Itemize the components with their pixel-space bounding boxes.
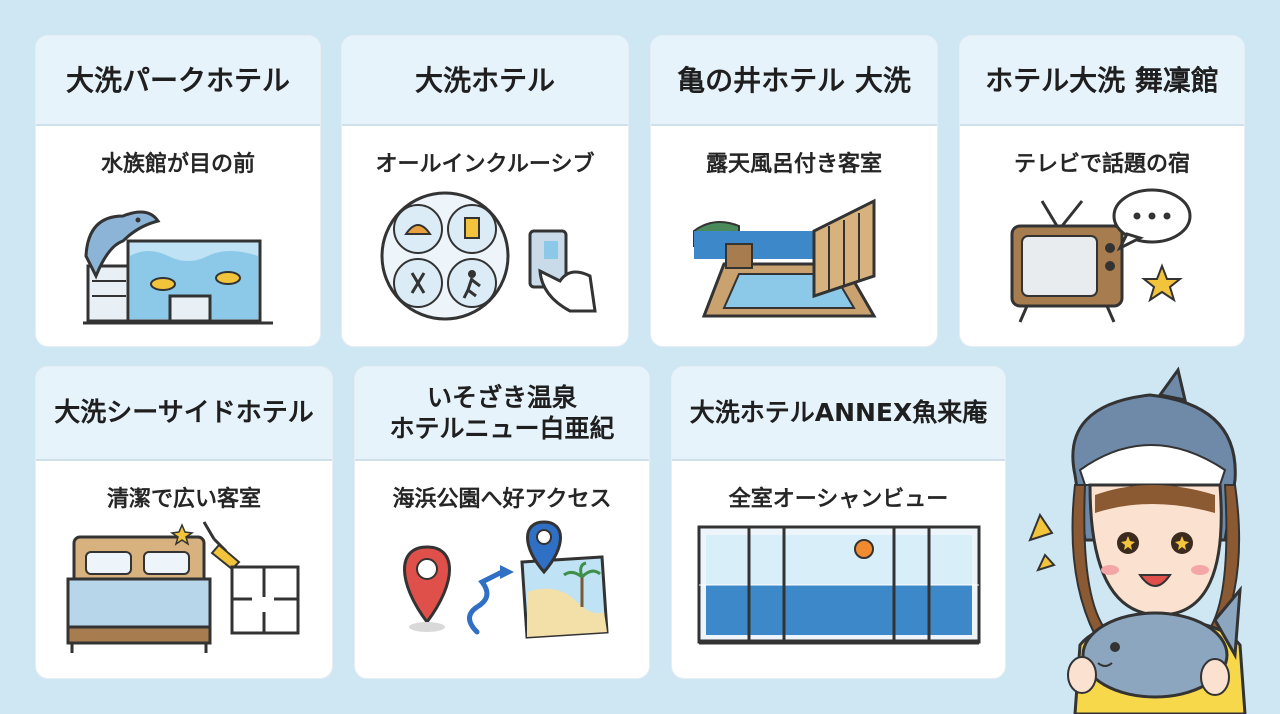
all-inclusive-icon [342,186,628,326]
hotel-name: いそざき温泉 ホテルニュー白亜紀 [389,382,615,443]
hotel-card-title: 大洗ホテルANNEX魚来庵 [672,367,1005,461]
hotel-name: 大洗パークホテル [65,63,290,97]
hotel-card-title: 大洗パークホテル [36,36,320,126]
hotel-feature: 水族館が目の前 [100,152,255,177]
hotel-feature: 露天風呂付き客室 [705,152,882,177]
hotel-feature: オールインクルーシブ [375,152,595,177]
hotel-card-oarai-hotel-annex-gyoraian: 大洗ホテルANNEX魚来庵 全室オーシャンビュー [672,367,1005,678]
hotel-name: 大洗ホテル [414,63,555,97]
hotel-name: ホテル大洗 舞凜館 [985,63,1219,97]
hotel-card-oarai-park-hotel: 大洗パークホテル 水族館が目の前 [36,36,320,346]
shark-hood-girl-icon [1010,365,1280,714]
open-air-bath-icon [651,186,937,326]
hotel-name: 大洗ホテルANNEX魚来庵 [689,398,988,428]
ocean-view-icon [672,517,1005,657]
hotel-feature: 清潔で広い客室 [106,487,261,512]
hotel-card-hotel-oarai-burinkan: ホテル大洗 舞凜館 テレビで話題の宿 [960,36,1244,346]
tv-icon [960,186,1244,326]
hotel-name: 亀の井ホテル 大洗 [677,63,911,97]
hotel-card-title: 大洗シーサイドホテル [36,367,332,461]
hotel-card-oarai-hotel: 大洗ホテル オールインクルーシブ [342,36,628,346]
hotel-card-title: ホテル大洗 舞凜館 [960,36,1244,126]
hotel-card-title: 大洗ホテル [342,36,628,126]
aquarium-icon [36,186,320,326]
hotel-feature: 全室オーシャンビュー [728,487,949,512]
hotel-feature: テレビで話題の宿 [1013,152,1190,177]
hotel-card-title: 亀の井ホテル 大洗 [651,36,937,126]
hotel-card-oarai-seaside-hotel: 大洗シーサイドホテル 清潔で広い客室 [36,367,332,678]
map-access-icon [355,517,649,657]
hotel-name: 大洗シーサイドホテル [54,397,314,428]
hotel-card-title: いそざき温泉 ホテルニュー白亜紀 [355,367,649,461]
hotel-feature: 海浜公園へ好アクセス [392,487,612,512]
hotel-card-kamenoi-hotel-oarai: 亀の井ホテル 大洗 露天風呂付き客室 [651,36,937,346]
clean-room-icon [36,517,332,657]
hotel-card-isozaki-onsen-hotel-new-hakuaki: いそざき温泉 ホテルニュー白亜紀 海浜公園へ好アクセス [355,367,649,678]
